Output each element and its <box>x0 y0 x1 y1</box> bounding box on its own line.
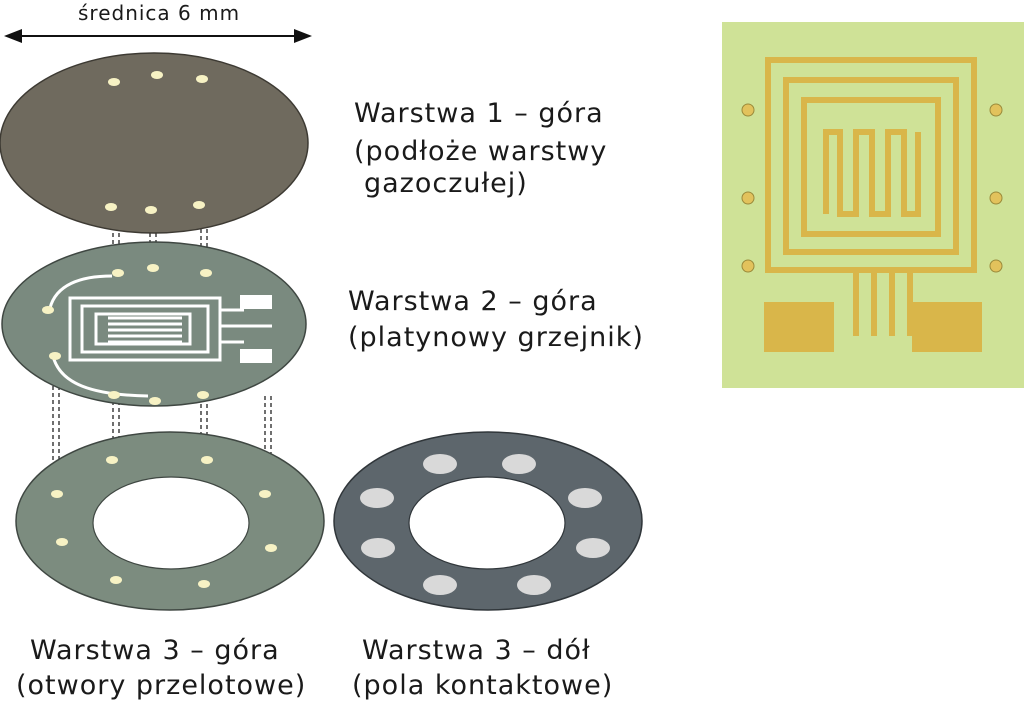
layer1-desc-2: gazoczułej) <box>364 168 528 199</box>
layer1-disc <box>0 52 309 234</box>
photo-pad-left <box>764 302 834 352</box>
dimension-arrow-left <box>4 29 22 43</box>
layer3-bottom-label: Warstwa 3 – dół (pola kontaktowe) <box>352 635 613 701</box>
layer3-via-holes <box>51 456 277 588</box>
layer2-label: Warstwa 2 – góra (platynowy grzejnik) <box>348 286 644 353</box>
layer1-via-holes <box>105 71 208 214</box>
layer3-bottom-title: Warstwa 3 – dół <box>362 635 591 666</box>
layer3-top-label: Warstwa 3 – góra (otwory przelotowe) <box>16 635 306 701</box>
platinum-heater-trace <box>48 274 272 398</box>
heater-pad-top <box>240 295 272 309</box>
layer3-top-ring <box>15 431 325 611</box>
heater-pad-bottom <box>240 349 272 363</box>
photo-via-holes <box>741 103 1003 273</box>
sensor-photo <box>722 22 1024 388</box>
layer3-top-title: Warstwa 3 – góra <box>30 635 280 666</box>
diameter-label: średnica 6 mm <box>78 1 240 25</box>
layer2-desc: (platynowy grzejnik) <box>348 322 644 353</box>
layer1-label: Warstwa 1 – góra (podłoże warstwy gazocz… <box>354 98 607 199</box>
contact-pads <box>360 454 610 595</box>
layer1-desc-1: (podłoże warstwy <box>354 136 607 167</box>
layer3-bottom-ring <box>333 431 643 611</box>
dimension-arrow-right <box>294 29 312 43</box>
layer2-disc <box>1 241 307 407</box>
photo-heater-trace <box>765 57 977 336</box>
layer1-title: Warstwa 1 – góra <box>354 98 604 129</box>
photo-pad-right <box>912 302 982 352</box>
layer2-title: Warstwa 2 – góra <box>348 286 598 317</box>
diameter-dimension: średnica 6 mm <box>4 1 312 43</box>
layer2-via-holes <box>42 264 212 405</box>
layer3-bottom-desc: (pola kontaktowe) <box>352 670 613 701</box>
layer3-top-desc: (otwory przelotowe) <box>16 670 306 701</box>
